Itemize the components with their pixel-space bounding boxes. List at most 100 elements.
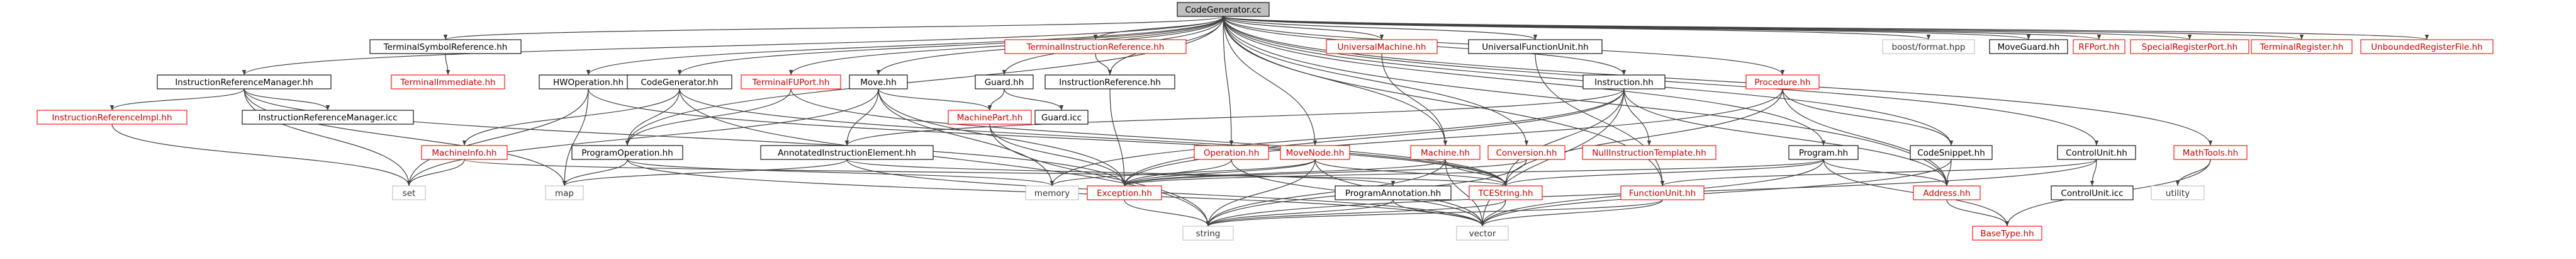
file-node-exception-hh[interactable]: Exception.hh [1087, 185, 1162, 200]
file-node-label: NullInstructionTemplate.hh [1592, 148, 1706, 158]
file-node-box [1468, 39, 1603, 54]
file-node-box [1582, 145, 1716, 160]
file-node-box [1882, 39, 1975, 54]
file-node-basetype-hh[interactable]: BaseType.hh [1972, 226, 2042, 241]
file-node-box [545, 185, 584, 200]
file-node-label: InstructionReferenceManager.hh [175, 78, 313, 88]
file-node-label: Move.hh [860, 78, 897, 88]
file-node-programoperation-hh[interactable]: ProgramOperation.hh [571, 145, 683, 160]
file-node-conversion-hh[interactable]: Conversion.hh [1487, 145, 1565, 160]
file-node-program-hh[interactable]: Program.hh [1788, 145, 1859, 160]
file-node-rfport-hh[interactable]: RFPort.hh [2073, 39, 2125, 54]
include-edge [562, 159, 848, 187]
file-node-hwoperation-hh[interactable]: HWOperation.hh [539, 74, 638, 89]
file-node-box [1182, 226, 1234, 241]
file-node-box [627, 74, 732, 89]
file-node-label: Exception.hh [1097, 188, 1152, 199]
file-node-box [421, 145, 508, 160]
include-edge [1946, 199, 2010, 227]
file-node-label: Operation.hh [1204, 148, 1260, 158]
file-node-label: AnnotatedInstructionElement.hh [778, 148, 916, 158]
include-edge [1223, 16, 1384, 40]
file-node-box [2057, 145, 2136, 160]
file-node-terminalsymbolreference-hh[interactable]: TerminalSymbolReference.hh [369, 39, 522, 54]
file-node-instruction-hh[interactable]: Instruction.hh [1582, 74, 1666, 89]
file-node-address-hh[interactable]: Address.hh [1913, 185, 1981, 200]
file-node-programannotation-hh[interactable]: ProgramAnnotation.hh [1335, 185, 1452, 200]
file-node-box [1582, 74, 1666, 89]
include-edge [1124, 199, 1211, 227]
file-node-terminalinstructionreference-hh[interactable]: TerminalInstructionReference.hh [1004, 39, 1187, 54]
file-node-procedure-hh[interactable]: Procedure.hh [1745, 74, 1820, 89]
include-edge [109, 88, 245, 111]
file-node-guard-icc[interactable]: Guard.icc [1034, 110, 1089, 125]
file-node-box [1087, 185, 1162, 200]
file-node-label: Procedure.hh [1754, 78, 1810, 88]
file-node-box [2151, 185, 2205, 200]
file-node-codesnippet-hh[interactable]: CodeSnippet.hh [1910, 145, 1993, 160]
file-node-box [571, 145, 683, 160]
include-edge [1223, 16, 1949, 187]
file-node-annotatedinstructionelement-hh[interactable]: AnnotatedInstructionElement.hh [760, 145, 934, 160]
file-node-box [1025, 185, 1079, 200]
include-edge [1223, 16, 1529, 146]
include-edge [625, 88, 680, 146]
file-node-codegenerator-cc[interactable]: CodeGenerator.cc [1177, 2, 1270, 17]
include-edge [406, 88, 879, 187]
file-node-label: ProgramOperation.hh [581, 148, 673, 158]
include-edge [1223, 16, 2213, 146]
include-edge [1122, 88, 1783, 187]
file-node-box [2051, 185, 2134, 200]
file-node-movenode-hh[interactable]: MoveNode.hh [1280, 145, 1350, 160]
file-node-box [760, 145, 934, 160]
file-node-controlunit-icc[interactable]: ControlUnit.icc [2051, 185, 2134, 200]
file-node-guard-hh[interactable]: Guard.hh [975, 74, 1034, 89]
file-node-instructionreferenceimpl-hh[interactable]: InstructionReferenceImpl.hh [36, 110, 188, 125]
file-node-instructionreference-hh[interactable]: InstructionReference.hh [1044, 74, 1175, 89]
file-node-mathtools-hh[interactable]: MathTools.hh [2173, 145, 2248, 160]
file-node-controlunit-hh[interactable]: ControlUnit.hh [2057, 145, 2136, 160]
include-edge [1223, 16, 1826, 146]
include-edge [1123, 159, 1824, 187]
file-node-label: Machine.hh [1421, 148, 1470, 158]
file-node-tcestring-hh[interactable]: TCEString.hh [1469, 185, 1543, 200]
file-node-box [1972, 226, 2042, 241]
file-node-label: UniversalFunctionUnit.hh [1482, 42, 1588, 52]
file-node-operation-hh[interactable]: Operation.hh [1194, 145, 1269, 160]
file-node-machinepart-hh[interactable]: MachinePart.hh [948, 110, 1032, 125]
file-node-specialregisterport-hh[interactable]: SpecialRegisterPort.hh [2130, 39, 2249, 54]
file-node-label: ProgramAnnotation.hh [1345, 188, 1441, 199]
file-node-set: set [392, 185, 426, 200]
file-node-label: ControlUnit.icc [2061, 188, 2123, 199]
file-node-machine-hh[interactable]: Machine.hh [1410, 145, 1481, 160]
file-node-unboundedregisterfile-hh[interactable]: UnboundedRegisterFile.hh [2360, 39, 2494, 54]
file-node-label: Address.hh [1923, 188, 1970, 199]
include-edge [846, 159, 1395, 187]
file-node-functionunit-hh[interactable]: FunctionUnit.hh [1620, 185, 1705, 200]
include-edge [845, 88, 1625, 146]
file-node-label: HWOperation.hh [553, 78, 624, 88]
include-edge [1223, 16, 1234, 146]
file-node-terminalimmediate-hh[interactable]: TerminalImmediate.hh [391, 74, 505, 89]
include-edge [445, 53, 451, 76]
file-node-instructionreferencemanager-hh[interactable]: InstructionReferenceManager.hh [157, 74, 332, 89]
file-node-box [2073, 39, 2125, 54]
file-node-instructionreferencemanager-icc[interactable]: InstructionReferenceManager.icc [242, 110, 414, 125]
file-node-terminalregister-hh[interactable]: TerminalRegister.hh [2251, 39, 2353, 54]
file-node-label: MachineInfo.hh [432, 148, 496, 158]
file-node-label: FunctionUnit.hh [1629, 188, 1696, 199]
include-edge [1623, 88, 1949, 187]
file-node-machineinfo-hh[interactable]: MachineInfo.hh [421, 145, 508, 160]
file-node-universalfunctionunit-hh[interactable]: UniversalFunctionUnit.hh [1468, 39, 1603, 54]
file-node-terminalfuport-hh[interactable]: TerminalFUPort.hh [741, 74, 841, 89]
include-edge [1050, 88, 1625, 187]
file-node-label: Guard.icc [1041, 113, 1082, 123]
file-node-label: MoveNode.hh [1286, 148, 1345, 158]
file-node-label: Guard.hh [985, 78, 1024, 88]
file-node-codegenerator-hh[interactable]: CodeGenerator.hh [627, 74, 732, 89]
include-edge [1535, 53, 1665, 187]
file-node-universalmachine-hh[interactable]: UniversalMachine.hh [1326, 39, 1438, 54]
file-node-moveguard-hh[interactable]: MoveGuard.hh [1989, 39, 2068, 54]
file-node-move-hh[interactable]: Move.hh [849, 74, 908, 89]
file-node-nullinstructiontemplate-hh[interactable]: NullInstructionTemplate.hh [1582, 145, 1716, 160]
